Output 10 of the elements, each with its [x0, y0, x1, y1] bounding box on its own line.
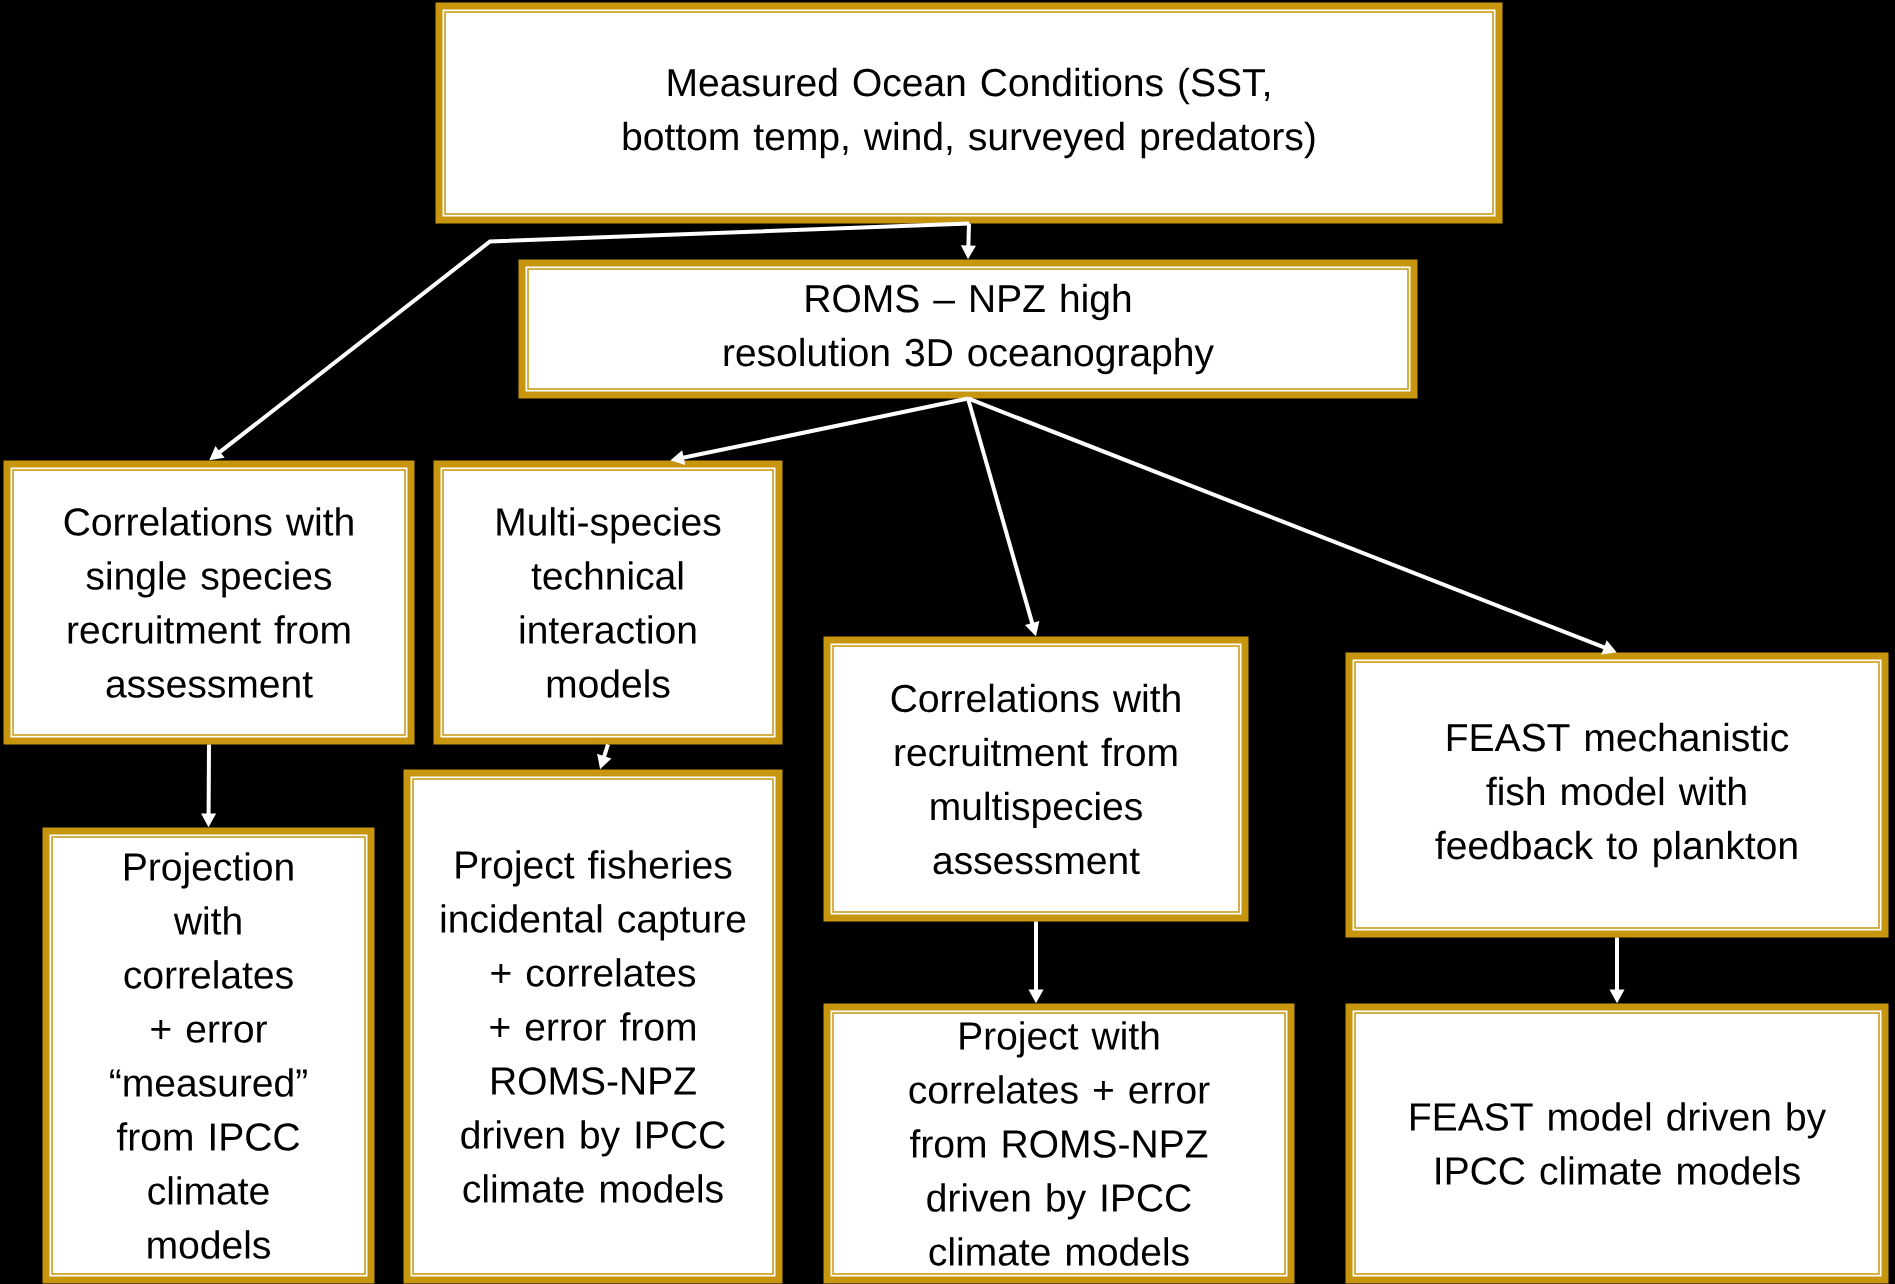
process-box: FEAST model driven by IPCC climate models: [1345, 1003, 1889, 1284]
process-box: FEAST mechanistic fish model with feedback to plankton: [1345, 652, 1889, 938]
process-box: Project fisheries incidental capture + correlates + error from ROMS-NPZ driven by IPCC climate models: [403, 769, 783, 1284]
process-box: Projection with correlates + error “measured” from IPCC climate models: [42, 827, 375, 1284]
process-box: ROMS – NPZ high resolution 3D oceanography: [518, 259, 1418, 399]
process-box: Measured Ocean Conditions (SST, bottom temp, wind, surveyed predators): [435, 2, 1503, 224]
process-box: Project with correlates + error from ROMS-NPZ driven by IPCC climate models: [823, 1003, 1295, 1284]
process-box: Multi-species technical interaction models: [433, 460, 783, 745]
process-box: Correlations with recruitment from multispecies assessment: [823, 636, 1249, 922]
process-box: Correlations with single species recruitment from assessment: [3, 460, 415, 745]
